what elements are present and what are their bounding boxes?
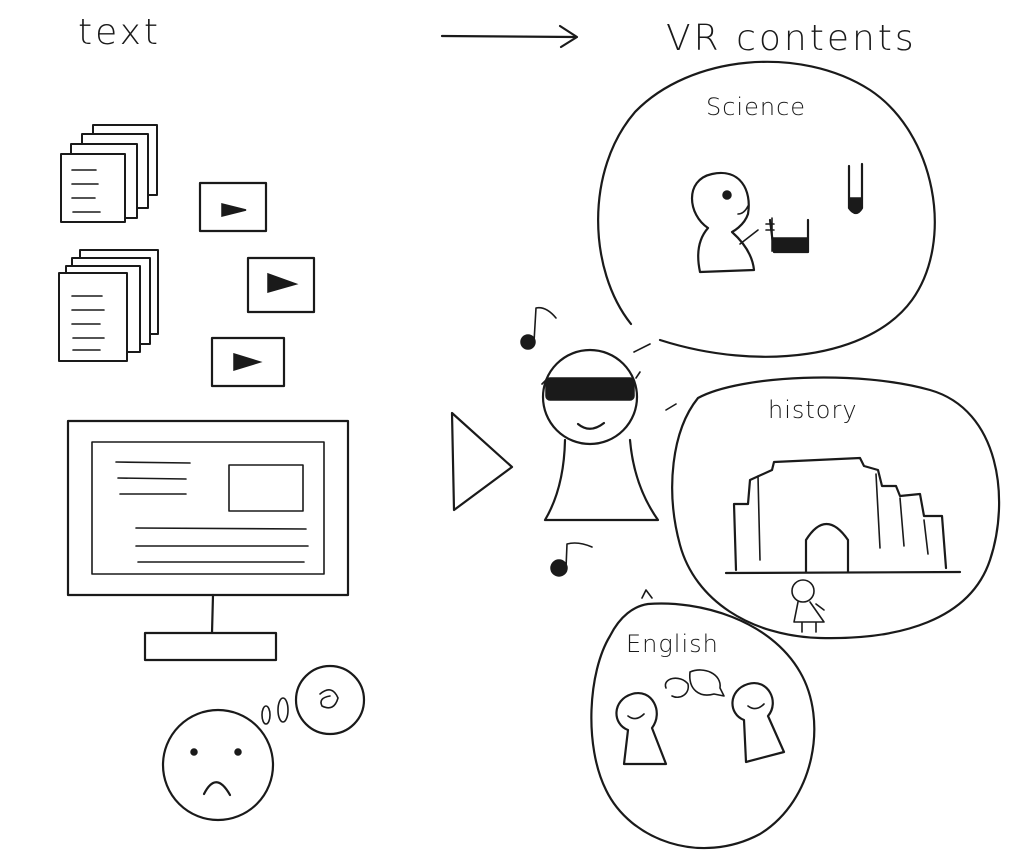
video-thumbnail-icon — [246, 256, 316, 314]
music-note-icon — [550, 542, 593, 577]
history-label: history — [768, 396, 858, 424]
heading-text: text — [78, 12, 161, 53]
play-arrow-icon — [450, 411, 514, 512]
video-thumbnail-icon — [210, 336, 286, 388]
video-thumbnail-icon — [198, 181, 268, 233]
heading-vr-contents: VR contents — [666, 18, 917, 59]
document-stack-icon — [60, 124, 158, 223]
thought-bubble — [261, 664, 366, 736]
small-person-icon — [791, 579, 825, 633]
history-bubble: history — [671, 376, 1001, 640]
document-stack-icon — [58, 249, 159, 362]
monitor-icon — [66, 419, 350, 662]
speech-bubble-icon — [664, 669, 725, 699]
science-label: Science — [706, 93, 806, 121]
transition-arrow — [440, 24, 579, 49]
english-label: English — [626, 630, 719, 658]
sad-face-icon — [161, 708, 275, 822]
beaker-icon — [765, 217, 810, 254]
person-icon — [615, 691, 668, 766]
english-bubble: English — [590, 602, 816, 850]
person-icon — [731, 681, 786, 764]
bubble-tails — [633, 343, 677, 599]
castle-icon — [724, 456, 962, 575]
vr-headset-person-icon — [541, 348, 660, 522]
music-note-icon — [520, 306, 557, 350]
science-bubble: Science — [597, 60, 936, 358]
test-tube-icon — [847, 162, 864, 215]
